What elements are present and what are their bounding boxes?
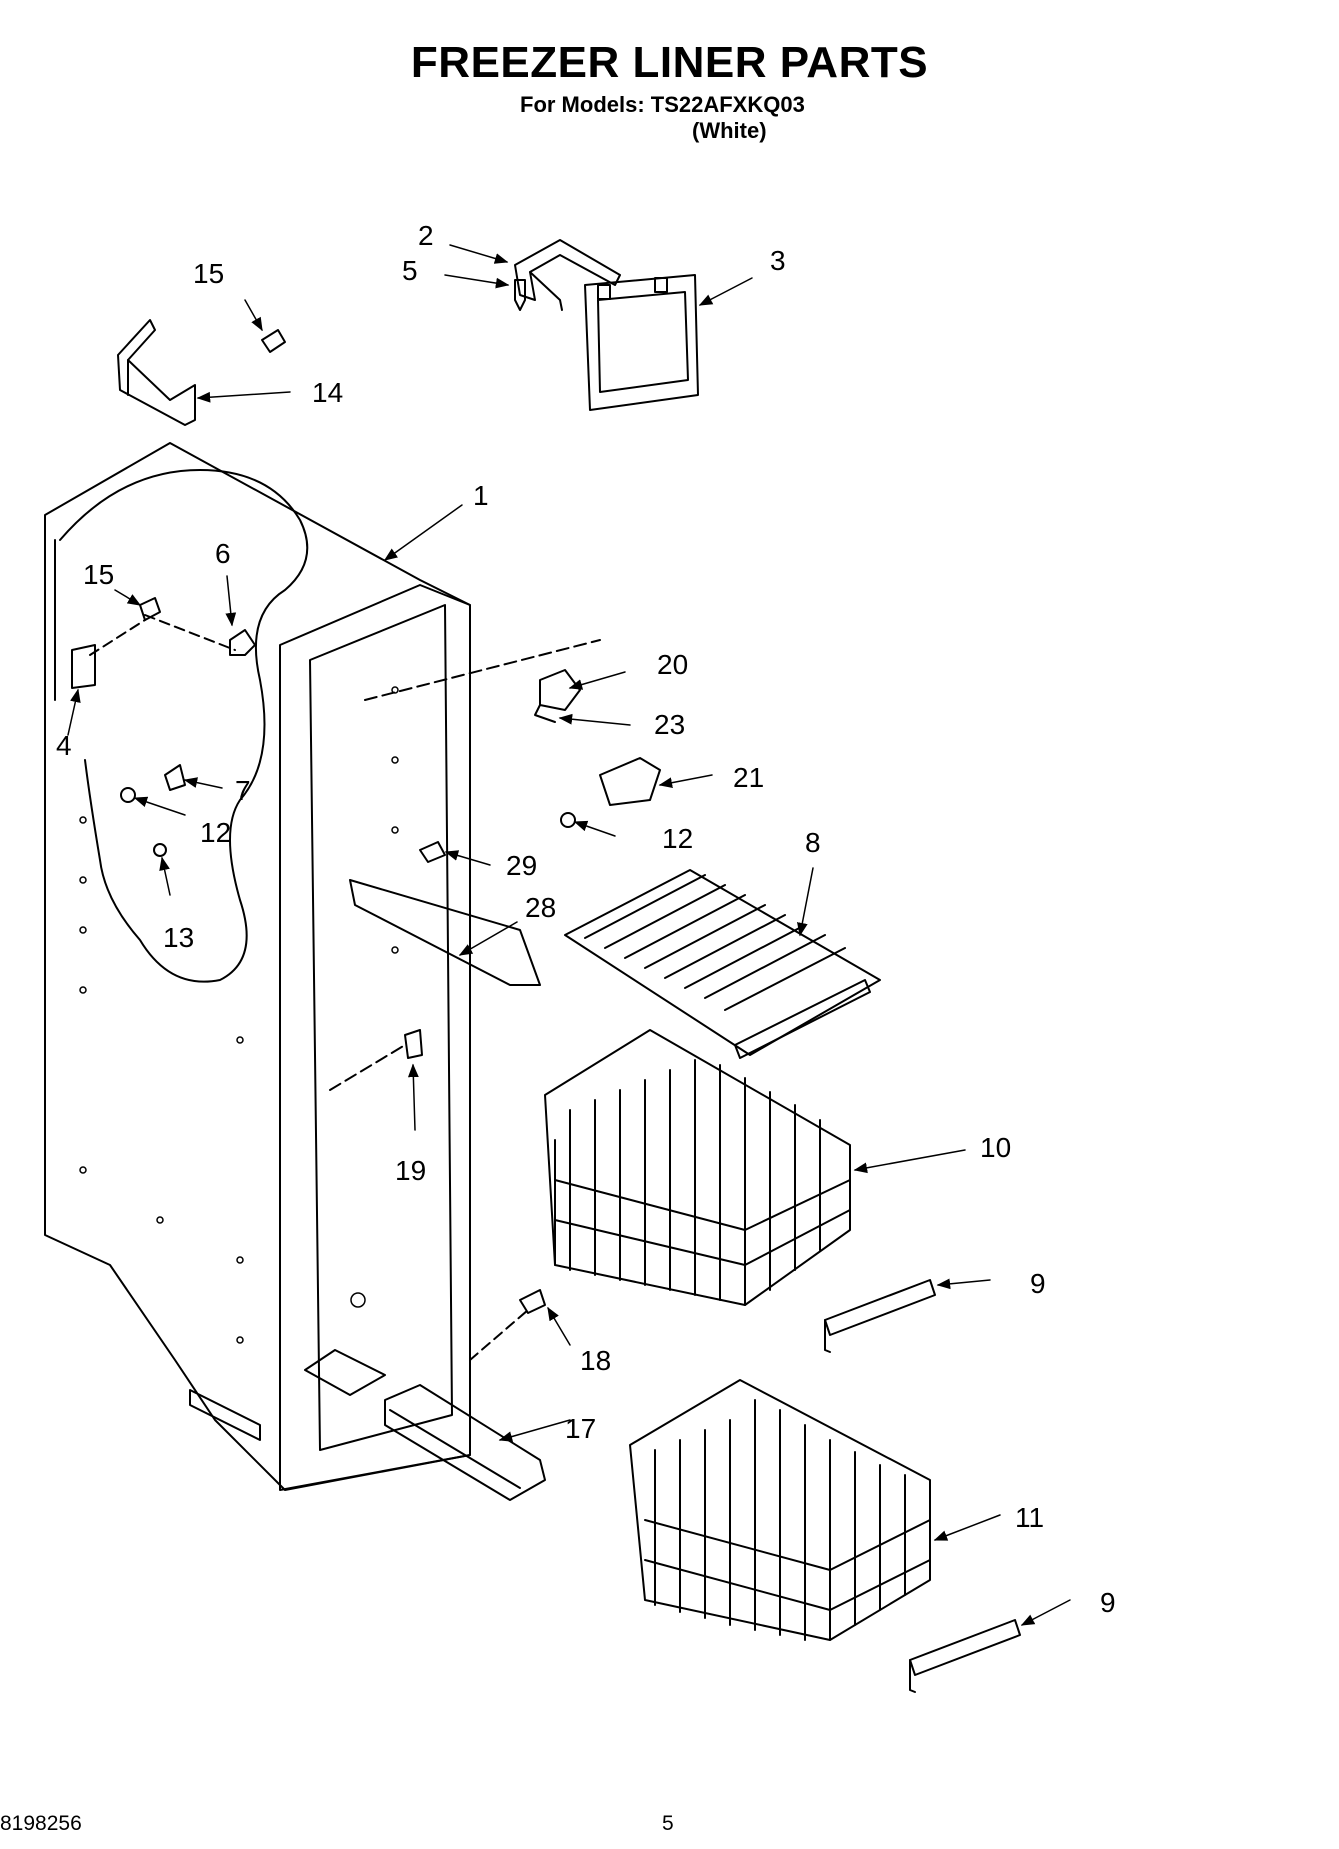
screw-15-top — [261, 329, 286, 353]
screw-18 — [469, 1289, 546, 1361]
callout-19: 19 — [395, 1155, 426, 1186]
models-line: For Models: TS22AFXKQ03 — [520, 92, 805, 117]
callout-3: 3 — [770, 245, 786, 276]
callout-14: 14 — [312, 377, 343, 408]
callout-12a: 12 — [200, 817, 231, 848]
callout-9a: 9 — [1030, 1268, 1046, 1299]
color-variant: (White) — [692, 118, 767, 143]
callout-2: 2 — [418, 220, 434, 251]
callout-17: 17 — [565, 1413, 596, 1444]
callout-7: 7 — [235, 775, 251, 806]
callout-6: 6 — [215, 538, 231, 569]
slide-upper — [824, 1279, 936, 1353]
hinge-bracket — [117, 319, 196, 426]
callout-8: 8 — [805, 827, 821, 858]
callout-20: 20 — [657, 649, 688, 680]
wire-shelf — [564, 869, 881, 1059]
callout-10: 10 — [980, 1132, 1011, 1163]
front-trim — [384, 1384, 546, 1501]
upper-basket — [544, 1029, 851, 1306]
callout-9b: 9 — [1100, 1587, 1116, 1618]
callout-12b: 12 — [662, 823, 693, 854]
callout-11: 11 — [1015, 1502, 1044, 1533]
callout-labels: 1 2 3 4 5 6 7 8 9 9 10 11 12 12 13 14 15… — [56, 220, 1116, 1618]
lower-basket — [629, 1379, 931, 1641]
document-number: 8198256 — [0, 1812, 82, 1835]
left-small-parts — [71, 597, 256, 857]
callout-21: 21 — [733, 762, 764, 793]
leader-arrows — [67, 244, 1071, 1626]
page-number: 5 — [662, 1812, 674, 1835]
freezer-liner — [44, 442, 471, 1491]
callout-23: 23 — [654, 709, 685, 740]
screw-5 — [514, 279, 526, 311]
callout-29: 29 — [506, 850, 537, 881]
callout-28: 28 — [525, 892, 556, 923]
callout-13: 13 — [163, 922, 194, 953]
page-title: FREEZER LINER PARTS — [410, 38, 929, 87]
slide-lower — [909, 1619, 1021, 1693]
callout-15b: 15 — [83, 559, 114, 590]
callout-5: 5 — [402, 255, 418, 286]
callout-15a: 15 — [193, 258, 224, 289]
callout-18: 18 — [580, 1345, 611, 1376]
callout-1: 1 — [473, 480, 489, 511]
top-cover — [584, 274, 699, 411]
right-small-parts — [329, 639, 661, 1091]
callout-4: 4 — [56, 730, 72, 761]
